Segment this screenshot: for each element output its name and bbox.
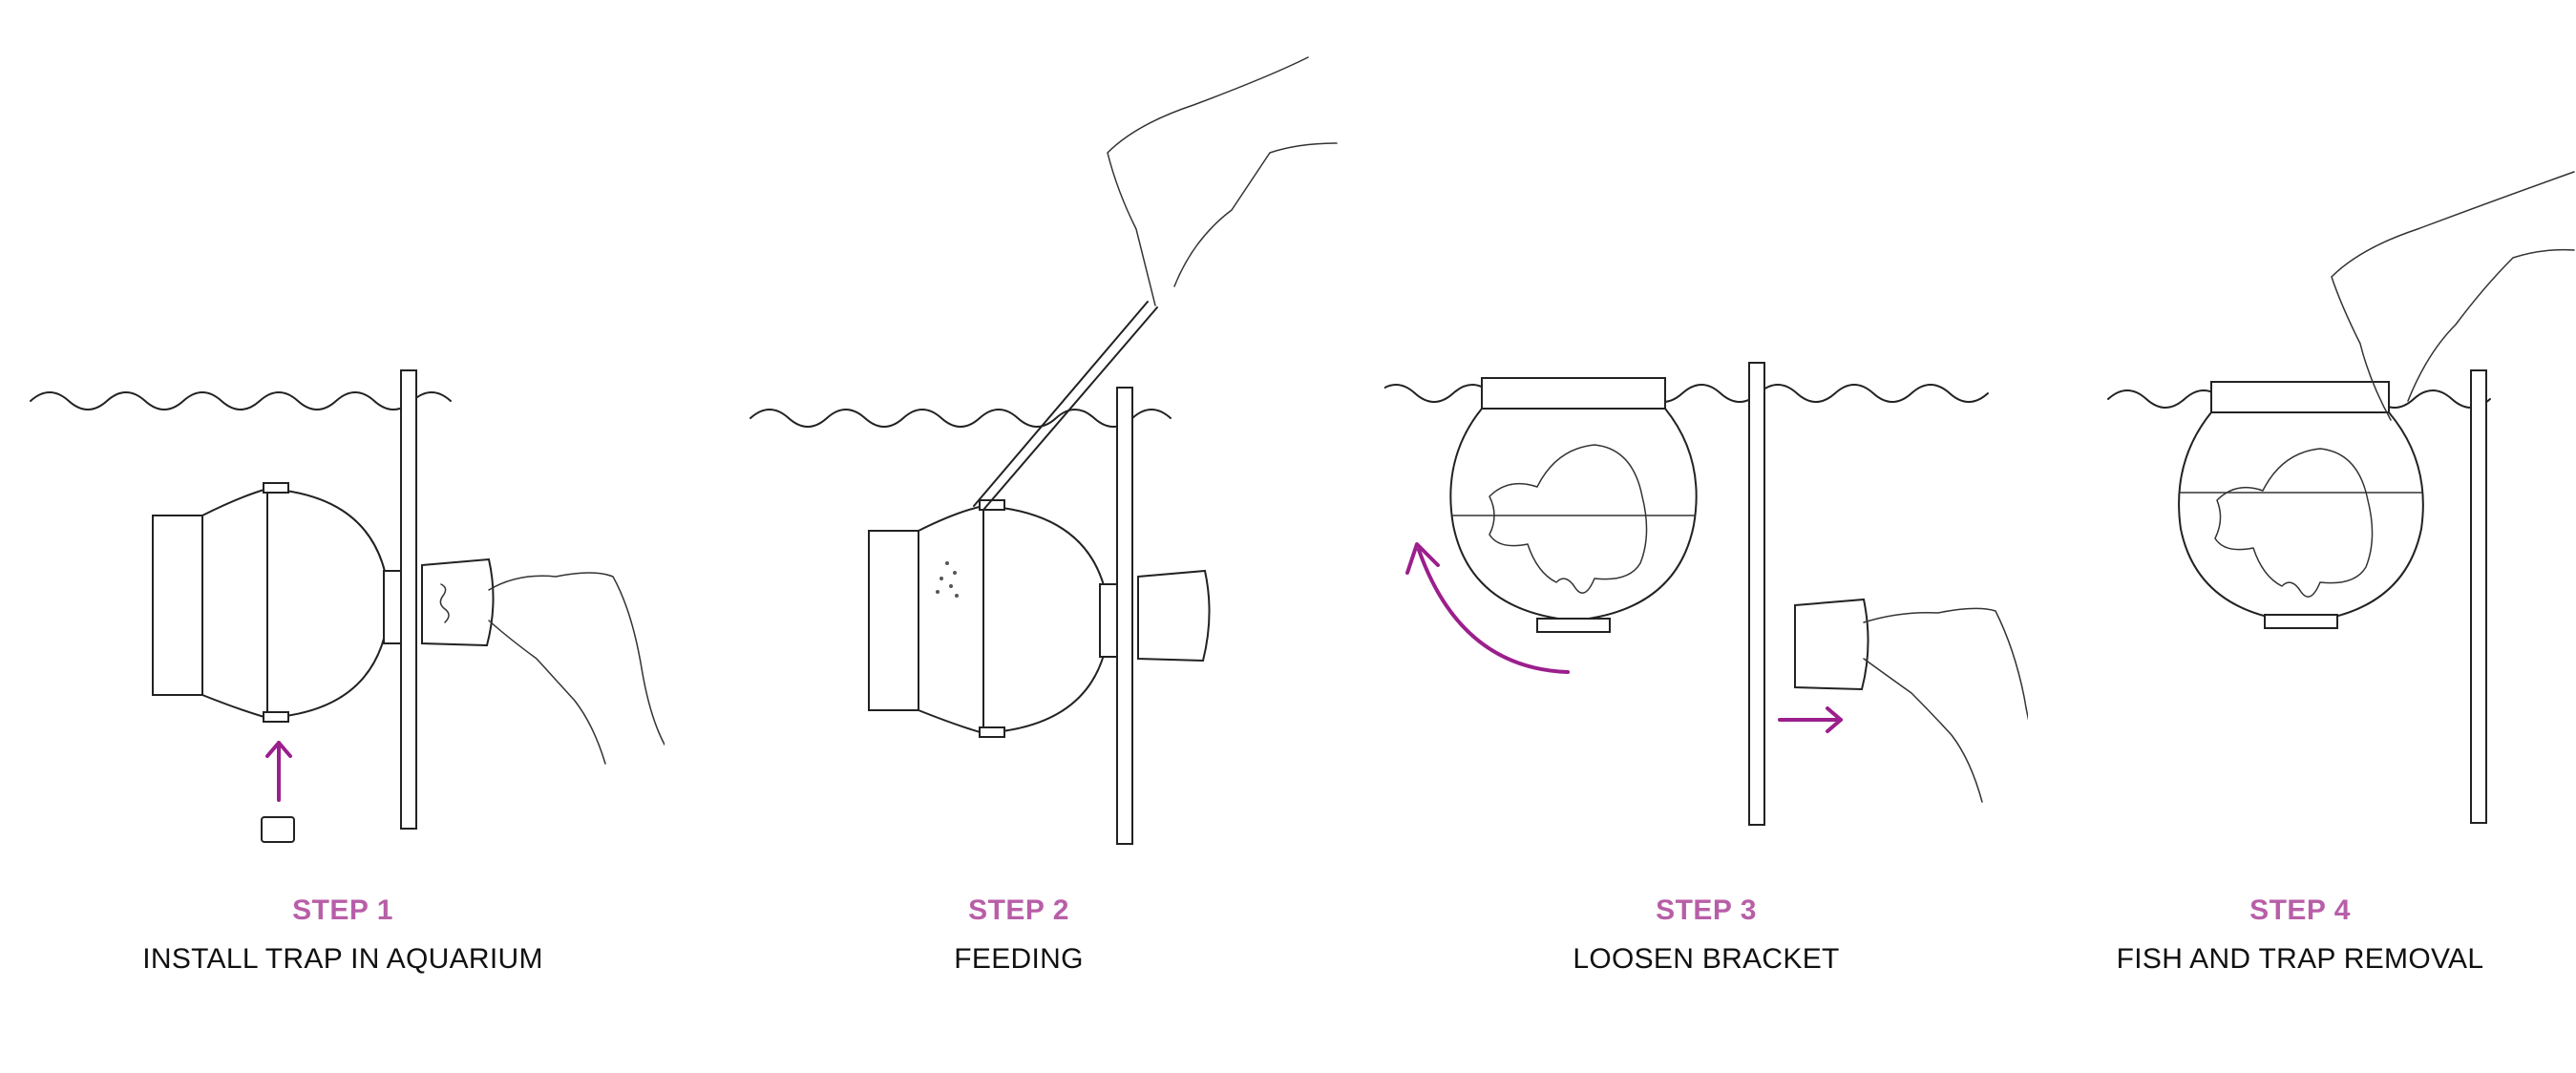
trap-bowl — [1449, 408, 1698, 622]
step-2-panel: STEP 2 FEEDING — [697, 0, 1341, 1073]
step-2-description: FEEDING — [954, 943, 1084, 975]
trap-dome — [266, 487, 391, 720]
step-2-illustration — [750, 56, 1338, 845]
trap-lid — [1481, 377, 1666, 410]
trap-base — [1536, 618, 1611, 633]
trap-clip-top — [979, 499, 1005, 511]
hand-icon — [1107, 56, 1338, 306]
trap-base — [2264, 614, 2338, 629]
step-3-description: LOOSEN BRACKET — [1573, 943, 1840, 975]
aquarium-glass — [1116, 387, 1133, 845]
trap-clip-top — [263, 482, 289, 494]
inner-magnet — [383, 570, 402, 644]
trap-body — [152, 487, 268, 720]
fish-icon — [2214, 448, 2374, 598]
outer-bracket — [1137, 569, 1211, 663]
trap-lid — [2210, 381, 2390, 413]
water-surface — [30, 391, 452, 410]
fish-icon — [1489, 444, 1648, 594]
step-3-title: STEP 3 — [1656, 894, 1757, 926]
aquarium-glass — [2470, 369, 2487, 824]
step-4-title: STEP 4 — [2249, 894, 2351, 926]
step-2-title: STEP 2 — [968, 894, 1069, 926]
food-particles — [936, 561, 959, 598]
trap-body — [868, 504, 984, 735]
hand-icon — [488, 572, 665, 765]
step-1-title: STEP 1 — [292, 894, 393, 926]
brand-logo-mark — [439, 583, 450, 623]
outer-bracket — [421, 558, 495, 647]
step-4-panel: STEP 4 FISH AND TRAP REMOVAL — [2016, 0, 2576, 1073]
outer-bracket — [1794, 598, 1869, 691]
hand-icon — [1863, 607, 2028, 803]
water-surface — [1384, 384, 1989, 403]
water-surface — [750, 409, 1172, 428]
step-1-description: INSTALL TRAP IN AQUARIUM — [142, 943, 543, 975]
aquarium-glass — [1748, 362, 1765, 826]
small-magnet-icon — [261, 816, 295, 843]
step-3-panel: STEP 3 LOOSEN BRACKET — [1384, 0, 2028, 1073]
step-4-description: FISH AND TRAP REMOVAL — [2116, 943, 2484, 975]
trap-clip-bottom — [979, 726, 1005, 738]
aquarium-glass — [400, 369, 417, 830]
step-3-illustration — [1384, 362, 2028, 826]
feeding-pipette-icon — [973, 301, 1149, 507]
hand-icon — [2331, 171, 2575, 421]
step-1-illustration — [30, 369, 665, 843]
trap-dome — [982, 504, 1111, 735]
inner-magnet — [1099, 583, 1118, 658]
step-1-panel: STEP 1 INSTALL TRAP IN AQUARIUM — [21, 0, 665, 1073]
trap-clip-bottom — [263, 711, 289, 723]
step-4-illustration — [2107, 171, 2575, 824]
rotate-arrow-icon — [1417, 548, 1570, 674]
